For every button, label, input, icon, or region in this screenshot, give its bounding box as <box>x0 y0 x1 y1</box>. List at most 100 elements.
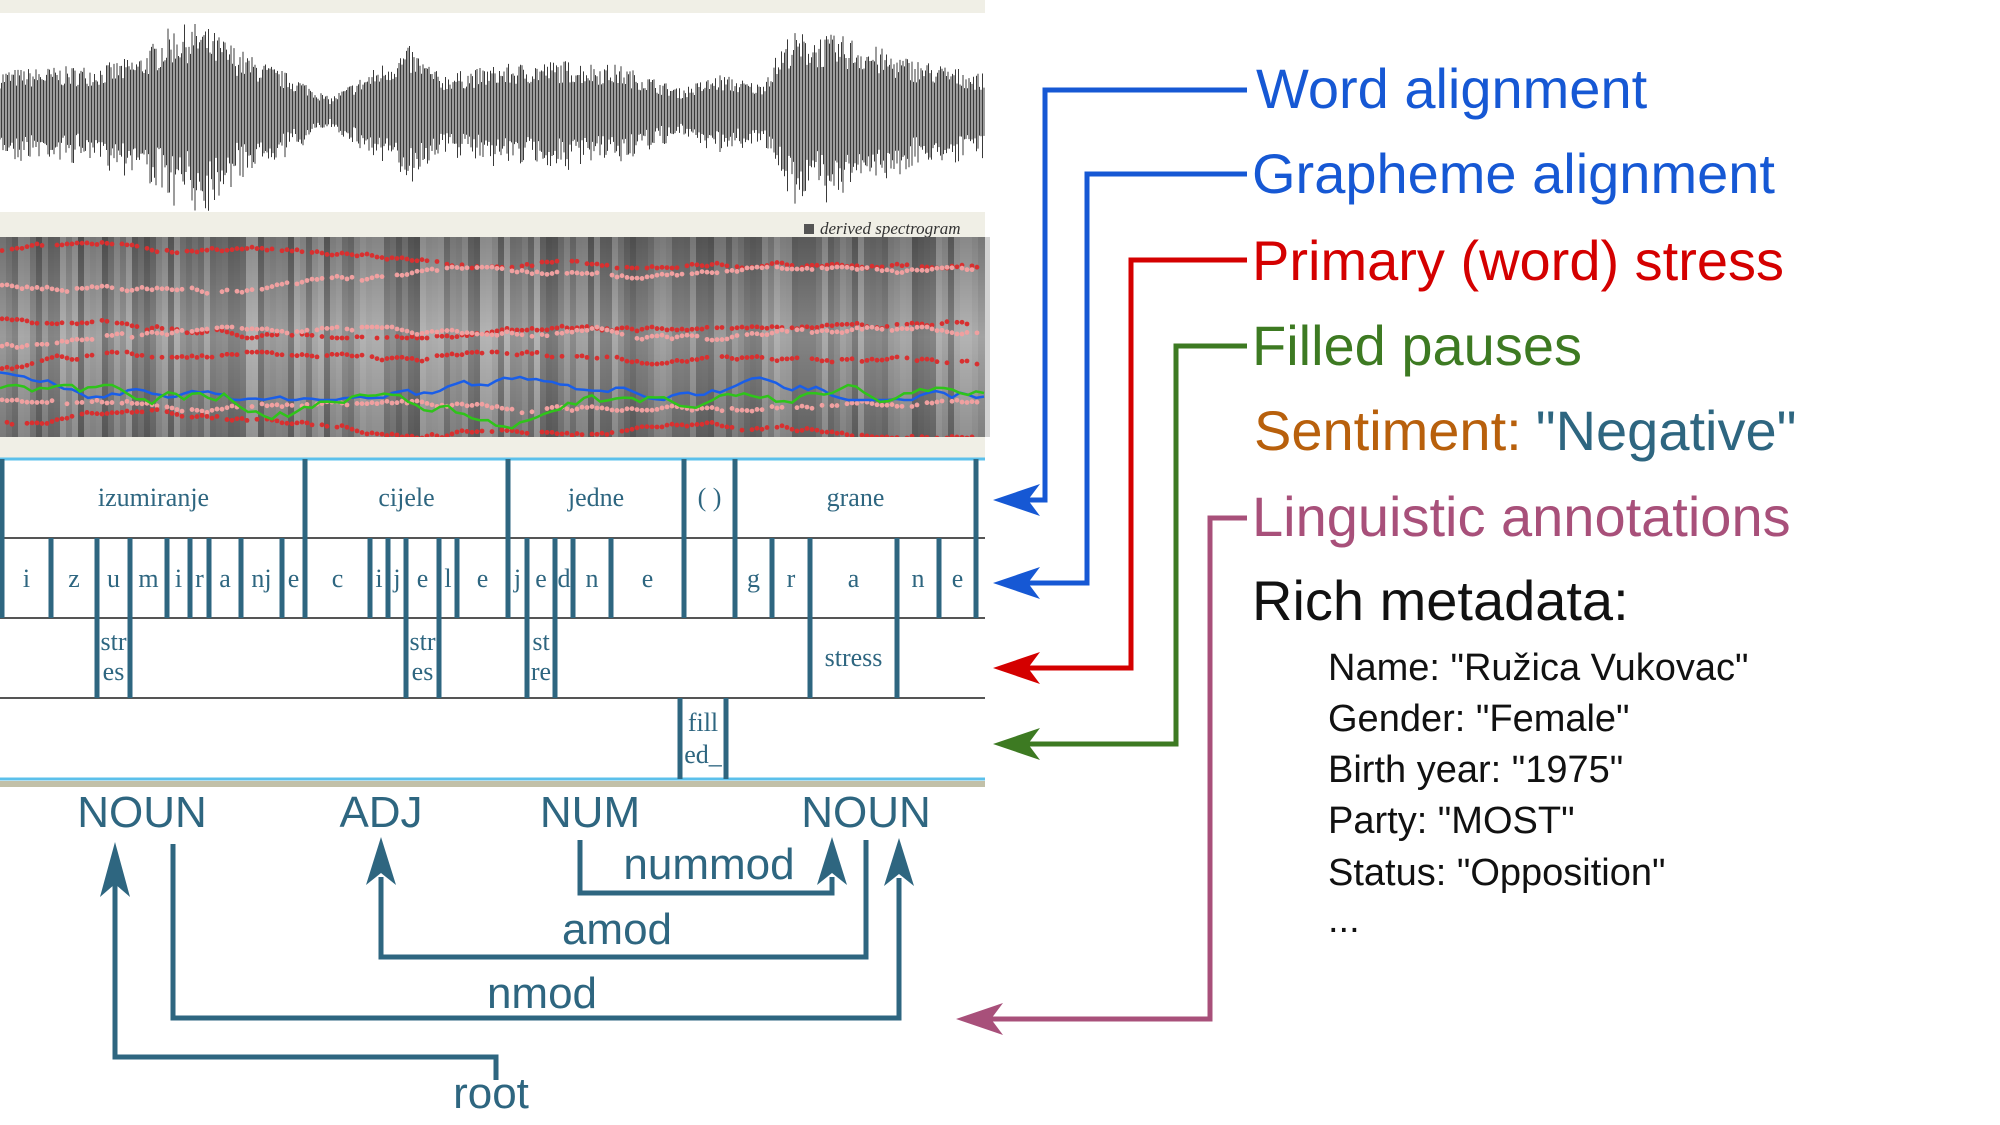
grapheme-interval[interactable]: e <box>477 564 489 593</box>
formant-dot <box>754 331 760 337</box>
spectrogram-column <box>204 237 210 437</box>
formant-dot <box>514 327 520 333</box>
formant-dot <box>699 269 705 275</box>
word-interval[interactable]: cijele <box>378 483 434 512</box>
formant-dot <box>24 342 30 348</box>
formant-dot <box>14 397 20 403</box>
formant-dot <box>459 401 465 407</box>
grapheme-interval[interactable]: r <box>787 564 796 593</box>
word-arrow-icon <box>993 484 1040 516</box>
formant-dot <box>369 275 375 281</box>
grapheme-interval[interactable]: i <box>375 564 382 593</box>
formant-dot <box>434 259 440 264</box>
formant-dot <box>174 407 180 412</box>
stress-text-line: es <box>412 657 434 686</box>
word-interval[interactable]: jedne <box>567 483 624 512</box>
formant-dot <box>334 252 340 257</box>
formant-dot <box>634 425 640 431</box>
formant-dot <box>444 261 450 267</box>
formant-dot <box>124 288 130 294</box>
formant-dot <box>649 324 655 330</box>
grapheme-interval[interactable]: n <box>586 564 599 593</box>
formant-dot <box>629 359 635 365</box>
grapheme-interval[interactable]: u <box>107 564 120 593</box>
stress-interval[interactable]: stress <box>825 643 883 672</box>
grapheme-interval[interactable]: l <box>444 564 451 593</box>
formant-dot <box>574 353 580 359</box>
formant-dot <box>539 429 545 435</box>
formant-dot <box>889 262 895 268</box>
grapheme-interval[interactable]: m <box>138 564 158 593</box>
formant-dot <box>519 410 525 416</box>
spectrogram-column <box>540 237 546 437</box>
formant-dot <box>284 420 290 426</box>
formant-dot <box>834 403 840 408</box>
grapheme-interval[interactable]: i <box>175 564 182 593</box>
grapheme-interval[interactable]: n <box>912 564 925 593</box>
formant-dot <box>29 286 35 291</box>
word-interval[interactable]: ( ) <box>698 483 722 512</box>
formant-dot <box>479 428 485 434</box>
formant-dot <box>334 335 340 341</box>
formant-dot <box>644 274 650 280</box>
formant-dot <box>964 330 970 335</box>
grapheme-interval[interactable]: a <box>219 564 231 593</box>
formant-dot <box>884 402 890 408</box>
formant-dot <box>369 253 375 258</box>
word-tier: izumiranje cijele jedne ( ) grane <box>0 459 979 538</box>
grapheme-interval[interactable]: z <box>68 564 80 593</box>
spectrogram-column <box>0 237 6 437</box>
formant-dot <box>154 249 160 255</box>
grapheme-interval[interactable]: j <box>513 564 521 593</box>
grapheme-interval[interactable]: d <box>558 564 571 593</box>
formant-dot <box>554 325 560 331</box>
grapheme-interval[interactable]: a <box>848 564 860 593</box>
formant-dot <box>779 266 785 271</box>
spectrogram-label: derived spectrogram <box>820 219 961 238</box>
grapheme-interval[interactable]: e <box>535 564 547 593</box>
formant-dot <box>744 265 750 271</box>
formant-dot <box>624 275 630 280</box>
formant-dot <box>0 366 5 371</box>
grapheme-interval[interactable]: g <box>747 564 760 593</box>
formant-dot <box>469 350 475 355</box>
formant-dot <box>679 271 685 277</box>
grapheme-interval[interactable]: j <box>392 564 400 593</box>
formant-dot <box>129 242 135 248</box>
formant-dot <box>389 355 395 361</box>
formant-dot <box>929 266 935 272</box>
formant-dot <box>844 357 850 362</box>
formant-dot <box>934 399 940 405</box>
word-interval[interactable]: izumiranje <box>98 483 209 512</box>
formant-dot <box>649 407 655 413</box>
word-interval[interactable]: grane <box>827 483 885 512</box>
grapheme-interval[interactable]: nj <box>251 564 271 593</box>
formant-dot <box>664 404 670 410</box>
formant-dot <box>664 327 670 333</box>
grapheme-interval[interactable]: c <box>332 564 344 593</box>
formant-dot <box>59 320 65 326</box>
formant-dot <box>879 264 885 270</box>
grapheme-interval[interactable]: i <box>23 564 30 593</box>
formant-dot <box>734 333 740 338</box>
formant-dot <box>369 354 375 360</box>
grapheme-interval[interactable]: e <box>417 564 429 593</box>
formant-dot <box>504 351 510 356</box>
grapheme-interval[interactable]: e <box>952 564 964 593</box>
grapheme-interval[interactable]: e <box>642 564 654 593</box>
formant-dot <box>389 324 395 330</box>
formant-dot <box>339 250 345 256</box>
grapheme-interval[interactable]: r <box>195 564 204 593</box>
formant-dot <box>124 408 130 414</box>
formant-dot <box>359 401 365 407</box>
formant-dot <box>119 320 125 326</box>
grapheme-interval[interactable]: e <box>288 564 300 593</box>
formant-dot <box>294 281 300 287</box>
legend-primary-stress: Primary (word) stress <box>1252 229 1784 292</box>
formant-dot <box>44 284 50 290</box>
stress-text-line: re <box>531 657 551 686</box>
